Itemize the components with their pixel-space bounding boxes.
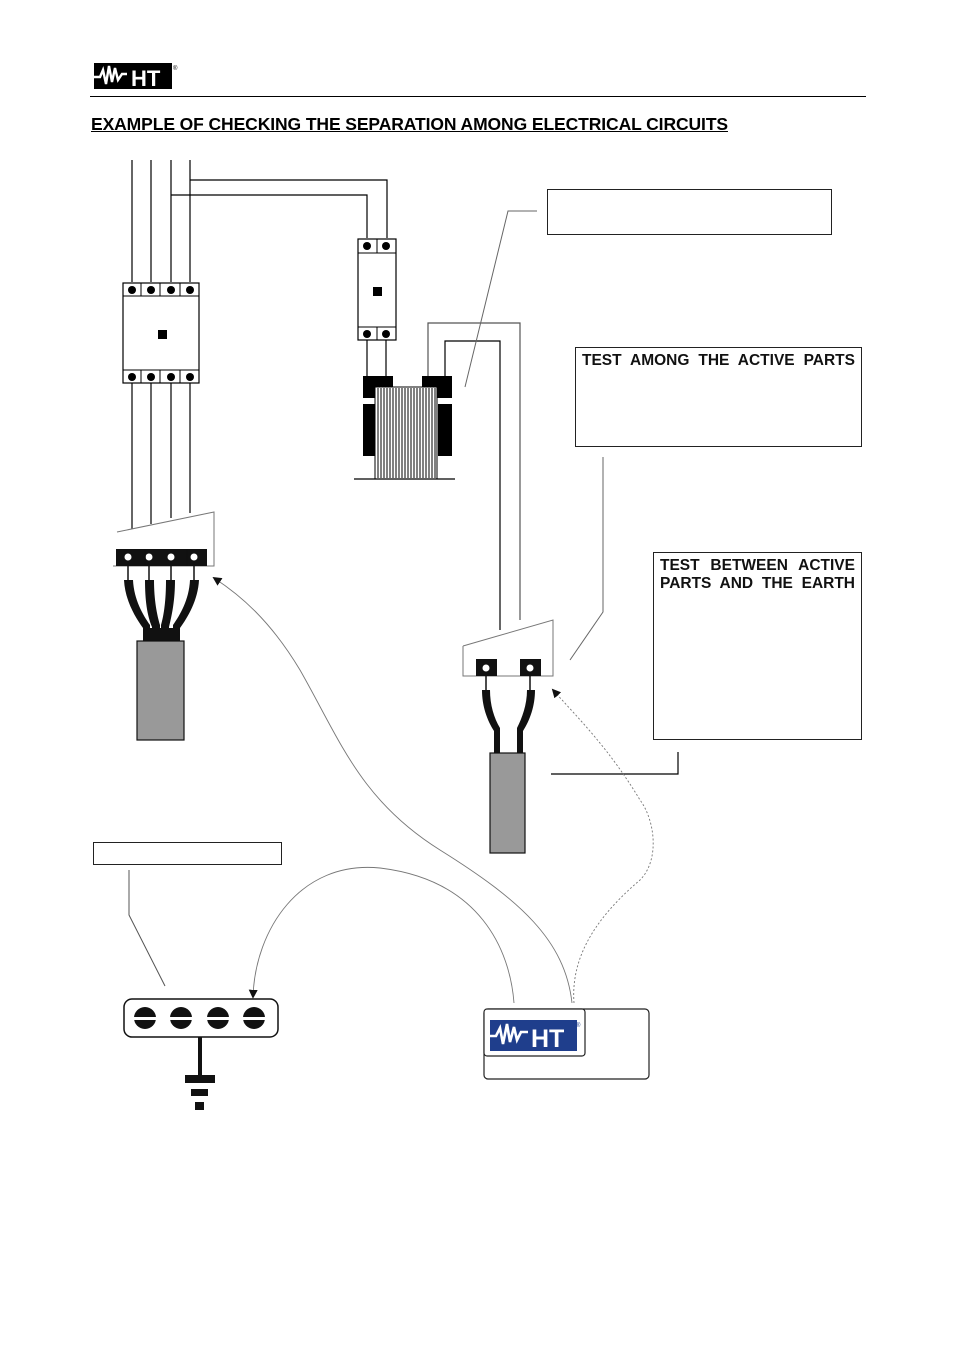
earth-bar-screws [134,1007,265,1029]
active-parts-callout-box: TEST AMONG THE ACTIVE PARTS [575,347,862,447]
earth-test-callout-box: TEST BETWEEN ACTIVE PARTS AND THE EARTH [653,552,862,740]
top-callout-leader [464,210,537,388]
transformer-icon [354,376,455,480]
earth-label-leader [128,870,166,987]
instrument-registered-mark: ® [576,1022,581,1029]
test-lead-to-earth-bar [248,866,515,1004]
instrument-ht-logo-icon: HT ® [490,1020,581,1053]
test-lead-to-four-wire [212,577,573,1004]
two-pole-breaker [357,238,397,376]
test-lead-to-two-wire [551,688,654,1004]
two-wire-terminal-block [462,619,554,854]
instrument-logo-text: HT [531,1025,564,1053]
active-parts-callout-text: TEST AMONG THE ACTIVE PARTS [582,352,855,369]
test-instrument: HT ® [483,1008,650,1080]
four-pole-breaker [122,282,200,384]
active-parts-leader [569,457,604,661]
supply-lines [131,160,388,282]
earth-label-callout-box [93,842,282,865]
page-title: EXAMPLE OF CHECKING THE SEPARATION AMONG… [91,114,728,134]
top-callout-box [547,189,832,235]
earth-ground-icon [185,1037,215,1110]
top-callout-text [548,190,831,194]
earth-bar [123,998,279,1110]
earth-label-callout-text [94,843,281,847]
earth-test-callout-text: TEST BETWEEN ACTIVE PARTS AND THE EARTH [660,557,855,592]
header-rule [90,96,866,97]
earth-test-leader [551,752,679,775]
four-wire-terminal-block [113,511,215,741]
test-leads [212,577,654,1004]
secondary-wires [427,322,521,630]
four-wire-feed [131,383,191,529]
